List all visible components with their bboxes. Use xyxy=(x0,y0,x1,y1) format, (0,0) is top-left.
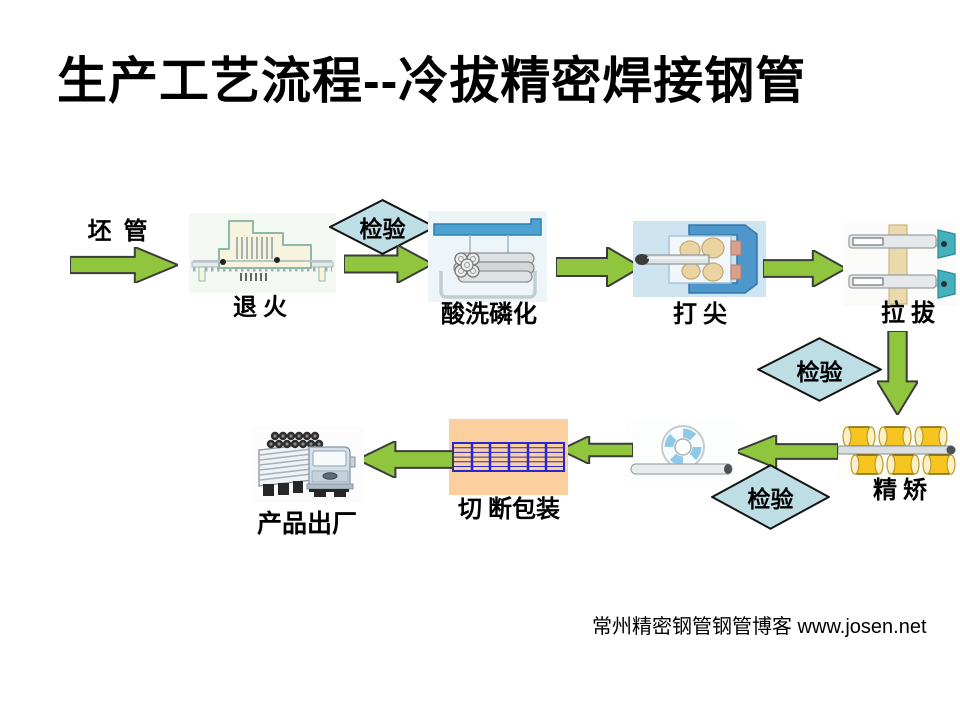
pickling-phosphating-image xyxy=(428,211,547,302)
flow-arrow-left-1 xyxy=(735,435,838,468)
eddy-tester-image xyxy=(627,421,738,482)
inspection-label: 检验 xyxy=(359,217,406,242)
inspection-diamond-3: 检验 xyxy=(711,464,830,530)
straightening-label: 精 矫 xyxy=(873,478,927,504)
drawing-machine-image xyxy=(843,223,957,306)
pointing-label: 打 尖 xyxy=(673,302,727,328)
input-pipe-label: 坯 管 xyxy=(87,219,151,245)
annealing-label: 退 火 xyxy=(233,295,287,321)
inspection-label: 检验 xyxy=(796,359,843,385)
truck-image xyxy=(251,426,364,503)
flow-arrow-right-3 xyxy=(556,247,641,287)
pickling-label: 酸洗磷化 xyxy=(441,302,537,328)
drawing-label: 拉 拔 xyxy=(881,301,935,327)
flow-arrow-down xyxy=(877,331,918,415)
inspection-diamond-1: 检验 xyxy=(329,199,436,255)
inspection-label: 检验 xyxy=(747,487,794,512)
flow-arrow-right-4 xyxy=(763,250,846,287)
flow-arrow-left-3 xyxy=(357,441,453,478)
straightening-machine-image xyxy=(837,424,958,478)
flow-arrow-right-2 xyxy=(344,245,433,283)
cutting-packing-label: 切 断包装 xyxy=(458,497,560,523)
flow-arrow-left-2 xyxy=(560,436,633,464)
cutting-packing-image xyxy=(449,419,568,495)
annealing-furnace-image xyxy=(189,213,336,293)
page-title: 生产工艺流程--冷拔精密焊接钢管 xyxy=(57,53,807,109)
shipping-label: 产品出厂 xyxy=(256,511,357,538)
inspection-diamond-2: 检验 xyxy=(757,337,882,402)
footer-credit: 常州精密钢管钢管博客 www.josen.net xyxy=(592,616,927,638)
pointing-machine-image xyxy=(633,221,766,297)
flow-arrow-right-1 xyxy=(70,247,178,283)
